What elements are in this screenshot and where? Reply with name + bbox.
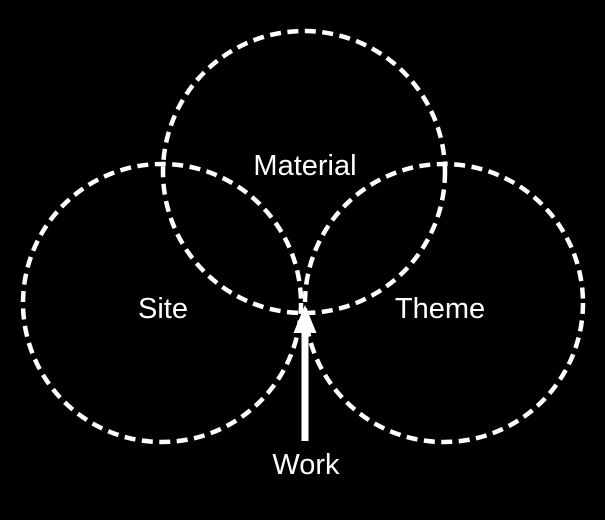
site-label: Site — [138, 293, 188, 325]
theme-label: Theme — [395, 293, 485, 325]
arrow-head-icon — [293, 305, 317, 333]
arrow-stem — [301, 330, 309, 441]
circle-site — [20, 161, 304, 445]
work-arrow — [293, 305, 317, 441]
circle-material — [160, 28, 448, 316]
work-label: Work — [272, 449, 340, 481]
circle-theme — [302, 161, 586, 445]
material-label: Material — [253, 150, 356, 182]
